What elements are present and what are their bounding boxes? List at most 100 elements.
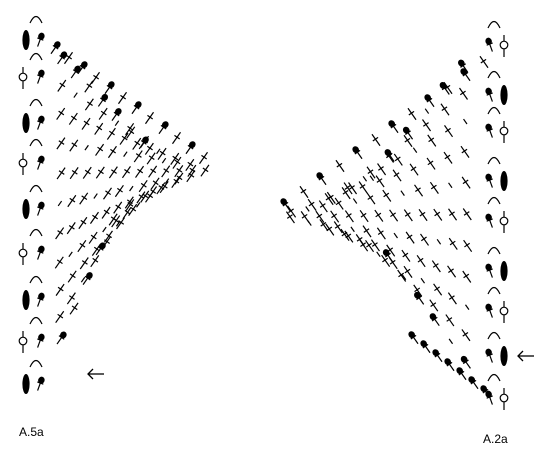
cross-stitch-symbol — [113, 201, 123, 214]
cross-stitch-symbol — [140, 190, 150, 203]
chain-arc-symbol — [29, 98, 43, 107]
cross-stitch-symbol — [121, 166, 131, 179]
dot-stitch-symbol — [460, 68, 471, 82]
chain-arc-symbol — [29, 15, 43, 24]
cross-stitch-symbol — [479, 55, 489, 69]
dot-stitch-symbol — [37, 32, 45, 47]
dash-symbol — [376, 251, 381, 258]
dot-stitch-symbol — [485, 263, 493, 278]
cross-stitch-symbol — [148, 165, 158, 178]
dot-stitch-symbol — [382, 249, 394, 263]
cross-stitch-symbol — [341, 187, 351, 200]
cross-stitch-symbol — [106, 127, 116, 140]
cross-stitch-symbol — [433, 208, 443, 221]
cross-stitch-symbol — [108, 166, 118, 179]
cross-stitch-symbol — [170, 152, 180, 165]
dash-symbol — [73, 92, 78, 98]
cross-stitch-symbol — [358, 181, 368, 194]
cross-stitch-symbol — [414, 184, 424, 197]
cross-stitch-symbol — [462, 270, 472, 283]
cross-stitch-symbol — [69, 302, 79, 315]
dot-stitch-symbol — [460, 355, 471, 369]
cross-stitch-symbol — [420, 233, 430, 246]
ring-stem-symbol — [499, 388, 509, 410]
cross-stitch-symbol — [119, 132, 129, 145]
cross-stitch-symbol — [448, 208, 458, 221]
cross-stitch-symbol — [63, 51, 74, 65]
cross-stitch-symbol — [88, 231, 98, 244]
cross-stitch-symbol — [445, 314, 455, 327]
cross-stitch-symbol — [174, 165, 184, 178]
cross-stitch-symbol — [403, 209, 413, 222]
dot-stitch-symbol — [352, 146, 363, 160]
dot-stitch-symbol — [111, 108, 122, 121]
row-arrow-right — [517, 350, 534, 362]
dot-stitch-symbol — [82, 272, 93, 285]
dot-stitch-symbol — [485, 37, 493, 52]
cross-stitch-symbol — [98, 107, 108, 120]
dash-symbol — [161, 157, 167, 164]
cross-stitch-symbol — [397, 269, 407, 282]
cross-stitch-symbol — [150, 177, 160, 190]
cross-stitch-symbol — [407, 107, 417, 121]
dash-symbol — [68, 251, 73, 258]
dot-stitch-symbol — [444, 358, 455, 372]
chain-arc-symbol — [29, 138, 43, 147]
dash-symbol — [123, 151, 128, 157]
dot-stitch-symbol — [480, 385, 491, 399]
cross-stitch-symbol — [132, 137, 142, 150]
cross-stitch-symbol — [136, 191, 146, 204]
cross-stitch-symbol — [55, 283, 65, 296]
cross-stitch-symbol — [95, 166, 105, 179]
cross-stitch-symbol — [393, 153, 403, 166]
cross-stitch-symbol — [443, 81, 453, 95]
ring-stem-symbol — [499, 35, 509, 57]
cross-stitch-symbol — [429, 299, 439, 312]
cross-stitch-symbol — [448, 237, 458, 250]
cross-stitch-symbol — [330, 210, 340, 223]
dot-stitch-symbol — [420, 340, 431, 354]
cross-stitch-symbol — [67, 270, 77, 283]
cross-stitch-symbol — [409, 163, 419, 176]
dot-stitch-symbol — [158, 121, 169, 135]
dot-stitch-symbol — [424, 94, 435, 108]
chain-arc-symbol — [29, 52, 43, 61]
dot-stitch-symbol — [468, 376, 479, 390]
cross-stitch-symbol — [462, 208, 472, 221]
dot-stitch-symbol — [316, 172, 327, 186]
dash-symbol — [114, 120, 120, 127]
dot-stitch-symbol — [485, 213, 493, 228]
cross-stitch-symbol — [403, 134, 413, 148]
ring-stem-symbol — [18, 243, 28, 265]
dash-symbol — [464, 304, 470, 310]
dot-stitch-symbol — [37, 292, 45, 307]
dot-stitch-symbol — [37, 115, 45, 130]
cross-stitch-symbol — [146, 152, 156, 165]
dash-symbol — [420, 277, 426, 284]
cross-stitch-symbol — [79, 192, 89, 205]
dash-symbol — [401, 274, 407, 281]
chain-arc-symbol — [487, 331, 501, 340]
dash-symbol — [436, 238, 442, 245]
ring-stem-symbol — [18, 67, 28, 89]
dash-symbol — [362, 175, 368, 182]
dot-stitch-symbol — [37, 155, 45, 170]
cross-stitch-symbol — [307, 198, 317, 211]
filled-oval-symbol — [22, 30, 30, 50]
dash-symbol — [136, 202, 141, 208]
dot-stitch-symbol — [37, 245, 45, 260]
cross-stitch-symbol — [443, 151, 453, 164]
cross-stitch-symbol — [79, 257, 89, 270]
cross-stitch-symbol — [78, 216, 88, 230]
chain-arc-symbol — [487, 70, 501, 79]
chain-arc-symbol — [487, 106, 501, 115]
dash-symbol — [84, 144, 89, 151]
cross-stitch-symbol — [418, 208, 428, 222]
cross-stitch-symbol — [460, 145, 470, 158]
dot-stitch-symbol — [97, 93, 109, 107]
cross-stitch-symbol — [186, 170, 196, 183]
dot-stitch-symbol — [37, 69, 45, 84]
cross-stitch-symbol — [66, 222, 76, 235]
dash-symbol — [350, 226, 355, 233]
cross-stitch-symbol — [157, 147, 167, 160]
